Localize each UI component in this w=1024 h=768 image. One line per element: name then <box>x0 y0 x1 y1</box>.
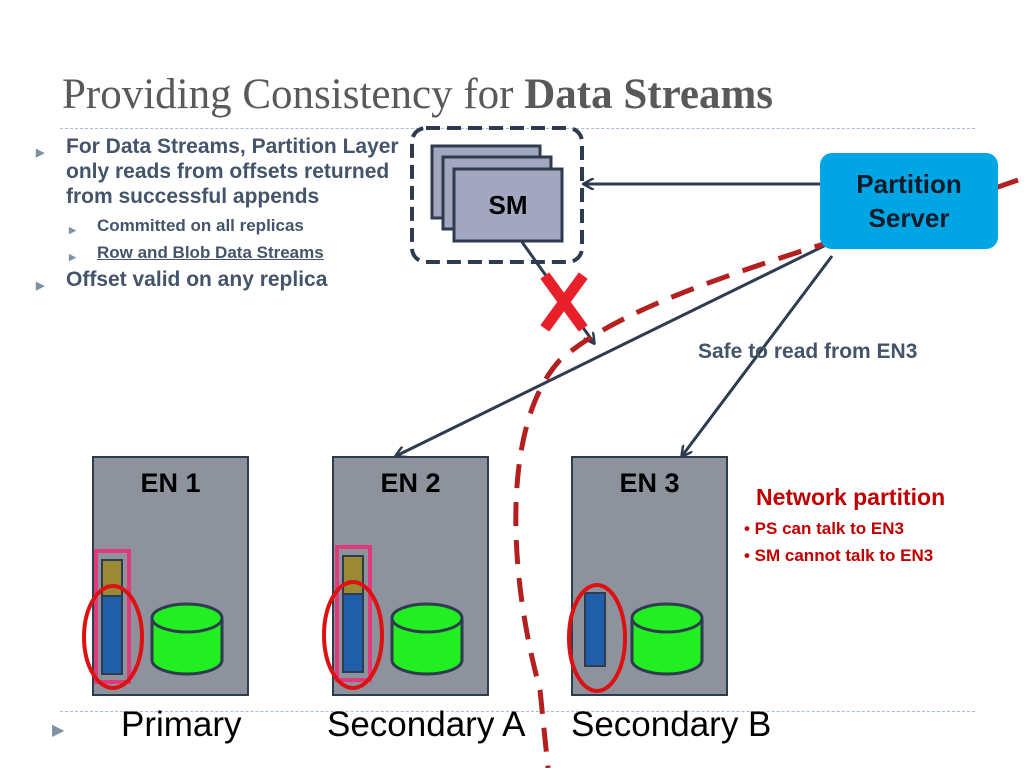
bullet-item: ▶ For Data Streams, Partition Layer only … <box>36 134 406 209</box>
bullet-arrow-icon: ▶ <box>69 225 76 235</box>
en2-stream-block <box>342 593 364 673</box>
page-title: Providing Consistency for Data Streams <box>62 70 773 119</box>
en1-label: EN 1 <box>140 468 201 498</box>
safe-read-label: Safe to read from EN3 <box>698 340 918 363</box>
en1-stream-highlight <box>94 549 131 684</box>
bullet-arrow-icon: ▶ <box>36 147 45 159</box>
en1-stream-extra-block <box>101 559 123 597</box>
en3-role-label: Secondary B <box>571 705 772 744</box>
partition-server-box[interactable]: Partition Server <box>820 153 998 249</box>
en3-stream-block <box>584 592 606 667</box>
bullet-arrow-icon: ▶ <box>36 280 45 292</box>
en3-disk-icon <box>630 602 704 676</box>
partition-server-label: Partition Server <box>856 169 962 233</box>
en1-role-label: Primary <box>121 705 242 744</box>
ps-to-en2-arrow <box>396 243 827 456</box>
sub-bullet-item: ▶ Row and Blob Data Streams <box>36 242 406 263</box>
network-partition-item: • SM cannot talk to EN3 <box>744 546 934 565</box>
en2-stream-extra-block <box>342 555 364 595</box>
en2-label: EN 2 <box>380 468 441 498</box>
network-partition-item: • PS can talk to EN3 <box>744 519 904 538</box>
ps-to-en3-arrow <box>682 255 834 456</box>
footer-divider <box>60 711 975 712</box>
network-partition-note: Network partition • PS can talk to EN3 •… <box>744 484 945 569</box>
en2-disk-icon <box>390 602 464 676</box>
sm-label: SM <box>488 189 528 220</box>
sub-bullet-link[interactable]: Row and Blob Data Streams <box>97 243 324 262</box>
bullet-text: For Data Streams, Partition Layer only r… <box>66 135 399 208</box>
en1-disk-icon <box>150 602 224 676</box>
title-regular: Providing Consistency for <box>62 71 525 118</box>
en1-offset-circle <box>82 584 144 690</box>
sub-bullet-item: ▶ Committed on all replicas <box>36 215 406 236</box>
en3-label: EN 3 <box>619 468 680 498</box>
sm-stack-front[interactable] <box>452 167 564 243</box>
bullet-arrow-icon: ▶ <box>69 252 76 262</box>
sub-bullet-text: Committed on all replicas <box>97 216 304 235</box>
footer-arrow-icon: ▶ <box>52 722 65 739</box>
bullet-item: ▶ Offset valid on any replica <box>36 267 406 292</box>
en2-offset-circle <box>322 580 384 690</box>
network-partition-title: Network partition <box>756 484 946 510</box>
en2-stream-highlight <box>335 545 372 682</box>
bullet-text: Offset valid on any replica <box>66 268 328 291</box>
bullet-list: ▶ For Data Streams, Partition Layer only … <box>36 134 406 294</box>
title-bold: Data Streams <box>524 71 774 118</box>
en2-role-label: Secondary A <box>327 705 526 744</box>
en3-offset-circle <box>567 583 627 693</box>
blocked-x-icon <box>540 272 588 332</box>
sm-frame <box>410 126 584 264</box>
en1-stream-block <box>101 595 123 675</box>
